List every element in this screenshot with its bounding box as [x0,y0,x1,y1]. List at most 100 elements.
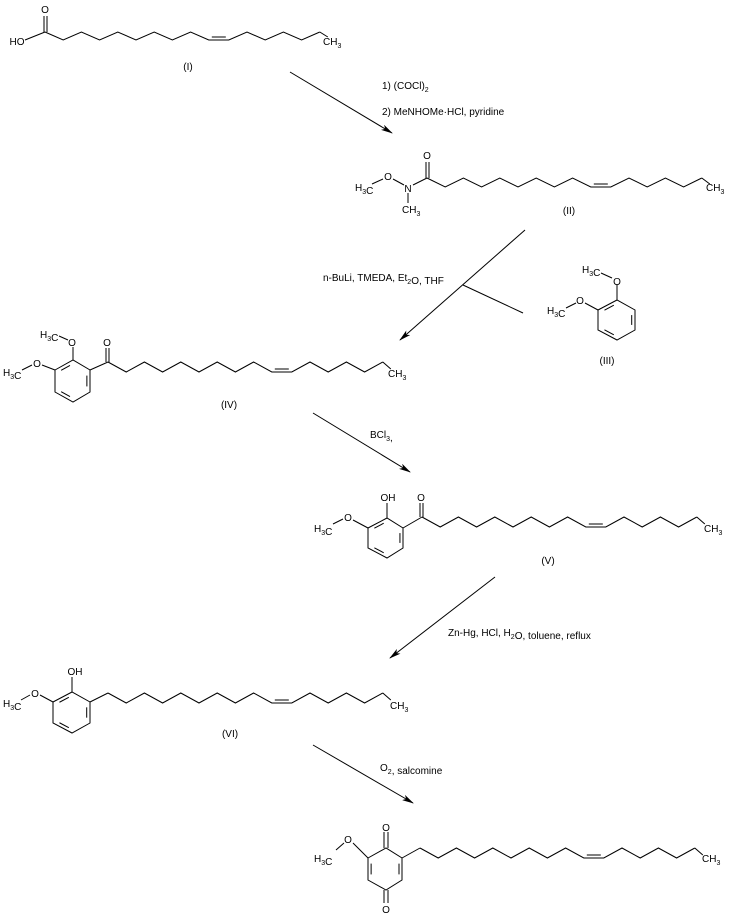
compound-label: (III) [600,356,615,367]
benzene-ring [52,691,91,734]
bond [402,516,423,529]
reaction-arrow [399,229,526,341]
reaction-arrow [389,576,496,659]
reagent-text: 2) MeNHOMe·HCl, pyridine [382,107,505,118]
atom-label: OH [381,493,396,504]
reagent-text: n-BuLi, TMEDA, Et2O, THF [323,273,444,287]
compound-quinone-product: H3C O O O CH3 [314,823,720,916]
compound-label: (VI) [222,729,238,740]
bond [392,178,405,186]
carbon-chain [419,847,696,859]
reagent-text: BCl3, [370,430,393,444]
compound-VI: H3C O OH CH3 (VI) [3,667,408,740]
compound-II: H3C O N CH3 O CH3 (II) [355,151,724,218]
atom-label: H3C [314,854,332,868]
carbon-chain [107,692,384,704]
inner-double-bond [604,304,615,311]
atom-label: O [576,296,584,307]
terminal-bond [696,516,706,525]
atom-label: H3C [355,183,373,197]
atom-label: O [41,5,49,16]
inner-double-bond [604,329,615,336]
inner-double-bond [59,696,70,703]
atom-label: OH [68,667,83,678]
reagent-branch-line [462,284,524,314]
atom-label: CH3 [704,524,722,537]
atom-label: O [33,359,41,370]
atom-label: CH3 [323,37,341,50]
atom-label: O [382,823,390,834]
benzene-ring [597,299,636,341]
atom-label: H3C [3,368,21,382]
alkyl-chain [44,31,329,41]
reaction-arrow [289,71,393,134]
ring-bonds [367,847,403,891]
bond [412,177,428,186]
alkyl-chain [419,847,704,859]
atom-label: O [68,338,76,349]
atom-label: H3C [40,330,58,344]
ring-bonds [367,517,404,559]
bond [371,178,384,185]
atom-label: O [382,905,390,916]
compound-IV: H3C O H3C O O CH3 (IV) [3,330,406,411]
inner-double-bond [59,722,70,729]
atom-label: CH3 [388,369,406,382]
reagent-text: O2, salcomine [380,763,443,777]
atom-label: O [613,277,621,288]
inner-double-bond [374,522,384,529]
compound-III: H3C O H3C O (III) [547,265,636,367]
atom-label: CH3 [402,205,420,218]
bond [332,518,344,525]
compound-label: (I) [183,62,192,73]
compound-V: H3C O OH O CH3 (V) [314,493,722,567]
atom-label: O [103,338,111,349]
bond [335,842,345,851]
ring-bonds [597,299,636,341]
atom-label: H3C [314,524,332,538]
terminal-bond [694,847,704,856]
bond [39,694,54,703]
bond [352,519,369,529]
terminal-bond [319,31,329,38]
reaction-arrow [312,412,411,473]
atom-label: H3C [3,699,21,713]
compound-I: HO O CH3 (I) [10,5,342,73]
alkyl-chain [426,177,711,188]
atom-label: HO [10,37,25,48]
terminal-bond [382,692,392,701]
atom-label: CH3 [390,701,408,714]
atom-label: CH3 [706,183,724,196]
reagent-text: 1) (COCl)2 [382,81,429,94]
benzene-ring [54,359,91,403]
atom-label: H3C [547,306,565,320]
inner-double-bond [60,364,71,371]
bond [89,692,109,703]
bond [24,31,46,41]
atom-label: O [423,151,431,162]
carbon-chain [421,516,698,528]
atom-label: N [404,184,411,195]
atom-label: O [344,513,352,524]
alkyl-chain [107,361,392,373]
bond [401,847,421,859]
terminal-bond [382,361,392,370]
alkyl-chain [421,516,706,528]
reagent-text: Zn-Hg, HCl, H2O, toluene, reflux [448,628,591,642]
reaction-arrow [312,744,414,804]
benzene-ring [367,517,404,559]
atom-label: CH3 [702,854,720,867]
ring-bonds [54,359,91,403]
carbon-chain [426,177,703,188]
ring-bonds [52,691,91,734]
bond [352,842,369,859]
bond [58,335,69,341]
inner-double-bond [374,547,384,554]
atom-label: O [417,493,425,504]
terminal-bond [701,177,711,185]
compound-label: (V) [541,556,554,567]
inner-double-bond [60,391,71,398]
compound-label: (II) [563,206,575,217]
bond [584,302,599,311]
